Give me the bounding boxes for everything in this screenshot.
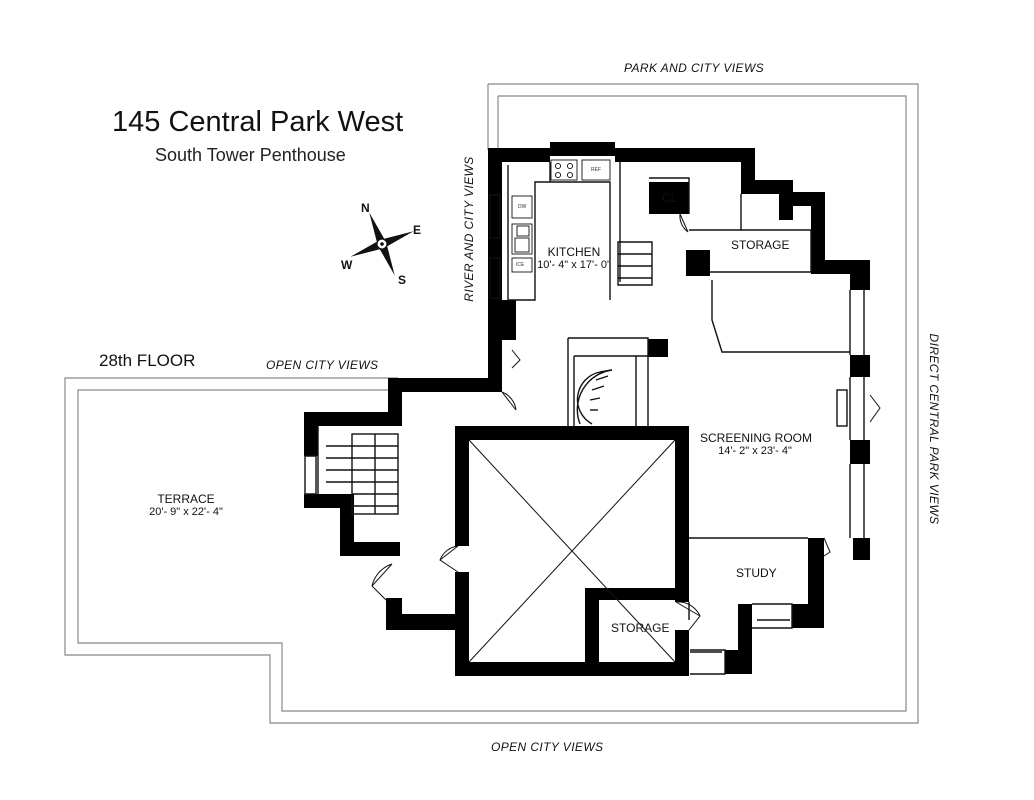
floor-label: 28th FLOOR [99,351,196,370]
appliance-ice: ICE [516,262,525,268]
appliance-dw: DW [518,204,527,210]
room-screening: SCREENING ROOM 14'- 2" x 23'- 4" [700,431,813,458]
page-title: 145 Central Park West [112,106,404,138]
door-swings [371,213,881,631]
interior-walls [304,162,865,675]
terrace-outline [64,83,919,724]
compass-n: N [361,201,370,215]
room-terrace-name: TERRACE [157,492,215,506]
room-terrace-dims: 20'- 9" x 22'- 4" [149,506,223,518]
room-closet: CL [662,191,678,205]
view-label-east: DIRECT CENTRAL PARK VIEWS [927,333,941,525]
page-subtitle: South Tower Penthouse [155,145,346,165]
view-label-terrace: OPEN CITY VIEWS [266,358,379,372]
room-screening-name: SCREENING ROOM [700,431,813,445]
kitchen-fixtures [511,159,611,273]
room-kitchen-name: KITCHEN [547,245,601,259]
room-terrace: TERRACE 20'- 9" x 22'- 4" [136,493,236,519]
room-kitchen: KITCHEN 10'- 4" x 17'- 0" [536,246,612,272]
appliance-ref: REF [591,167,601,173]
view-label-north: PARK AND CITY VIEWS [624,61,765,75]
compass-s: S [398,273,407,287]
room-kitchen-dims: 10'- 4" x 17'- 0" [537,259,611,271]
exterior-walls [304,142,870,676]
room-storage-south: STORAGE [611,621,670,635]
view-label-south: OPEN CITY VIEWS [491,740,604,754]
room-study: STUDY [736,566,777,580]
compass-w: W [341,258,353,272]
room-storage-north: STORAGE [731,238,790,252]
view-label-west: RIVER AND CITY VIEWS [462,156,476,302]
compass-rose-icon [350,212,414,276]
core-void [468,439,676,663]
room-screening-dims: 14'- 2" x 23'- 4" [718,445,792,457]
compass-e: E [413,223,422,237]
